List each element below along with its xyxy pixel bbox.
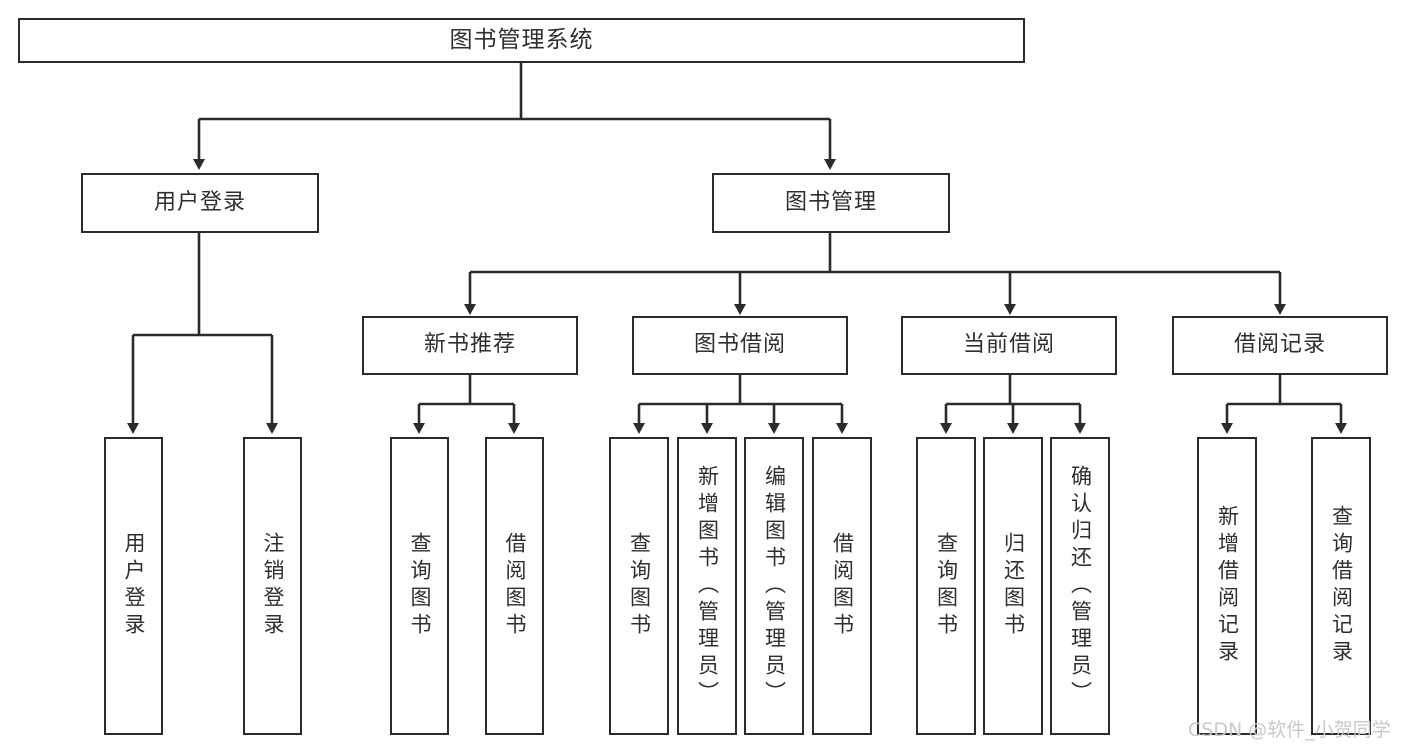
node-leaf-book-borrow-4-label: 借阅图书 <box>830 532 855 640</box>
node-leaf-current-borrow-2[interactable]: 归还图书 <box>983 437 1043 735</box>
node-leaf-book-borrow-2-label: 新增图书（管理员） <box>695 464 720 708</box>
node-leaf-user-login-2-label: 注销登录 <box>261 532 285 640</box>
node-leaf-book-borrow-2[interactable]: 新增图书（管理员） <box>677 437 737 735</box>
node-leaf-borrow-record-1-label: 新增借阅记录 <box>1215 505 1240 667</box>
node-new-book-label: 新书推荐 <box>423 332 516 358</box>
node-leaf-user-login-2[interactable]: 注销登录 <box>243 437 302 735</box>
node-leaf-new-book-2-label: 借阅图书 <box>503 532 527 640</box>
node-leaf-book-borrow-3[interactable]: 编辑图书（管理员） <box>744 437 804 735</box>
node-root[interactable]: 图书管理系统 <box>18 18 1025 63</box>
node-leaf-user-login-1-label: 用户登录 <box>122 532 146 640</box>
node-leaf-current-borrow-3[interactable]: 确认归还（管理员） <box>1050 437 1110 735</box>
node-current-borrow[interactable]: 当前借阅 <box>901 316 1117 375</box>
node-leaf-borrow-record-1[interactable]: 新增借阅记录 <box>1197 437 1257 735</box>
node-leaf-current-borrow-1-label: 查询图书 <box>934 532 959 640</box>
node-leaf-book-borrow-4[interactable]: 借阅图书 <box>812 437 872 735</box>
node-leaf-current-borrow-1[interactable]: 查询图书 <box>916 437 976 735</box>
node-borrow-record[interactable]: 借阅记录 <box>1172 316 1388 375</box>
node-leaf-new-book-2[interactable]: 借阅图书 <box>485 437 544 735</box>
node-borrow-record-label: 借阅记录 <box>1233 332 1326 358</box>
node-leaf-new-book-1-label: 查询图书 <box>408 532 432 640</box>
csdn-watermark: CSDN @软件_小贺同学 <box>1188 719 1391 741</box>
node-leaf-book-borrow-1[interactable]: 查询图书 <box>609 437 669 735</box>
node-book-manage[interactable]: 图书管理 <box>712 173 950 233</box>
node-root-label: 图书管理系统 <box>449 26 594 53</box>
node-leaf-current-borrow-3-label: 确认归还（管理员） <box>1068 464 1093 708</box>
node-user-login[interactable]: 用户登录 <box>81 173 319 233</box>
node-leaf-book-borrow-3-label: 编辑图书（管理员） <box>762 464 787 708</box>
node-book-borrow[interactable]: 图书借阅 <box>632 316 848 375</box>
node-leaf-new-book-1[interactable]: 查询图书 <box>390 437 449 735</box>
node-leaf-book-borrow-1-label: 查询图书 <box>627 532 652 640</box>
node-book-borrow-label: 图书借阅 <box>693 332 786 358</box>
node-leaf-borrow-record-2[interactable]: 查询借阅记录 <box>1311 437 1371 735</box>
node-leaf-borrow-record-2-label: 查询借阅记录 <box>1329 505 1354 667</box>
node-current-borrow-label: 当前借阅 <box>962 332 1055 358</box>
node-book-manage-label: 图书管理 <box>784 189 877 215</box>
node-user-login-label: 用户登录 <box>153 189 246 215</box>
node-leaf-current-borrow-2-label: 归还图书 <box>1001 532 1026 640</box>
node-leaf-user-login-1[interactable]: 用户登录 <box>104 437 163 735</box>
node-new-book[interactable]: 新书推荐 <box>362 316 578 375</box>
